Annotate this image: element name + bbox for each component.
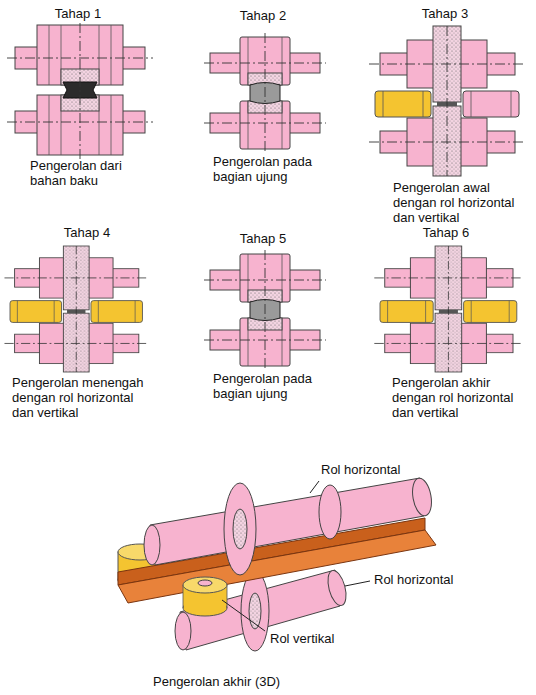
stage-5-rolls	[204, 250, 326, 370]
illustration-part	[380, 301, 433, 323]
illustration-part	[374, 246, 523, 372]
final-rolling-3d	[118, 477, 436, 651]
stage-caption: Pengerolan pada bagian ujung	[213, 154, 335, 184]
illustration-part	[224, 483, 256, 575]
stage-caption: Pengerolan pada bagian ujung	[213, 371, 335, 401]
stage-4-rolls	[4, 246, 148, 372]
illustration-part	[464, 301, 517, 323]
illustration-part	[175, 612, 191, 650]
stage-caption: Pengerolan awal dengan rol horizontal da…	[393, 180, 525, 225]
part-label: Rol horizontal	[374, 572, 454, 587]
illustration-part	[375, 91, 431, 117]
illustration-part	[198, 580, 212, 586]
part-label: Rol vertikal	[270, 631, 334, 646]
stage-1-rolls	[7, 23, 153, 159]
illustration-part	[180, 570, 340, 650]
illustration-part	[7, 23, 153, 159]
stage-6-rolls	[374, 246, 523, 372]
illustration-part	[463, 91, 519, 117]
stage-title: Tahap 2	[223, 8, 303, 23]
figure-caption: Pengerolan akhir (3D)	[153, 674, 280, 689]
stage-caption: Pengerolan akhir dengan rol horizontal d…	[392, 375, 524, 420]
illustration-part	[369, 26, 526, 176]
illustration-part	[10, 301, 62, 323]
illustration-part	[233, 509, 247, 549]
stage-title: Tahap 5	[223, 231, 303, 246]
illustration-part	[183, 585, 184, 608]
illustration-part	[319, 485, 341, 539]
illustration-part	[222, 600, 265, 631]
stage-2-rolls	[204, 33, 326, 153]
illustration-part	[183, 577, 227, 593]
illustration-part	[410, 477, 434, 518]
illustration-part	[144, 525, 160, 565]
illustration-part	[91, 301, 143, 323]
stage-caption: Pengerolan dari bahan baku	[30, 158, 148, 188]
illustration-part	[204, 250, 326, 370]
illustration-part	[241, 571, 269, 651]
illustration-part	[204, 33, 326, 153]
stage-title: Tahap 4	[47, 225, 127, 240]
stage-title: Tahap 1	[38, 6, 118, 21]
stage-title: Tahap 6	[406, 225, 486, 240]
stage-title: Tahap 3	[405, 6, 485, 21]
illustration-part	[325, 569, 350, 608]
illustration-part	[310, 481, 319, 493]
stage-3-rolls	[369, 26, 526, 176]
illustration-part	[150, 478, 424, 565]
illustration-part	[345, 581, 370, 586]
illustration-part	[227, 585, 228, 608]
part-label: Rol horizontal	[321, 462, 401, 477]
illustration-part	[4, 246, 148, 372]
stage-caption: Pengerolan menengah dengan rol horizonta…	[12, 375, 152, 420]
